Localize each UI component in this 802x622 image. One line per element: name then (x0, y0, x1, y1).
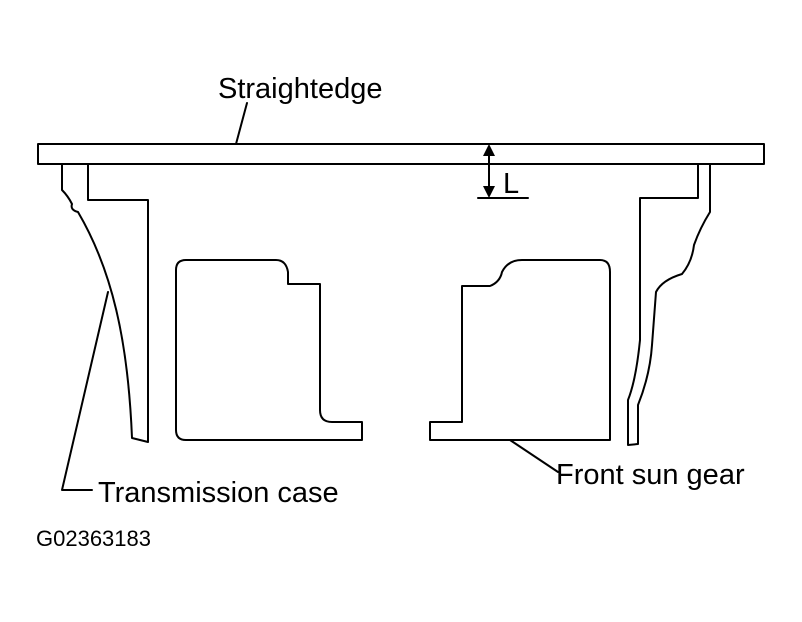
transmission-case-label: Transmission case (98, 477, 339, 509)
transmission-case-right-wall (627, 163, 711, 446)
front-sun-gear-left-block (175, 259, 363, 441)
front-sun-gear-right-block (429, 259, 611, 441)
front-sun-gear-label: Front sun gear (556, 459, 745, 491)
measurement-l-dimension (477, 144, 529, 199)
front-sun-gear-leader-line (509, 439, 559, 473)
arrow-up-icon (483, 144, 495, 156)
straightedge-bar (37, 143, 765, 165)
straightedge-label: Straightedge (218, 73, 382, 105)
arrow-down-icon (483, 186, 495, 198)
transmission-case-leader-line (61, 291, 109, 491)
figure-id-label: G02363183 (36, 526, 151, 551)
measurement-l-label: L (503, 168, 519, 200)
transmission-case-left-wall (61, 163, 149, 443)
straightedge-leader-line (235, 102, 248, 145)
